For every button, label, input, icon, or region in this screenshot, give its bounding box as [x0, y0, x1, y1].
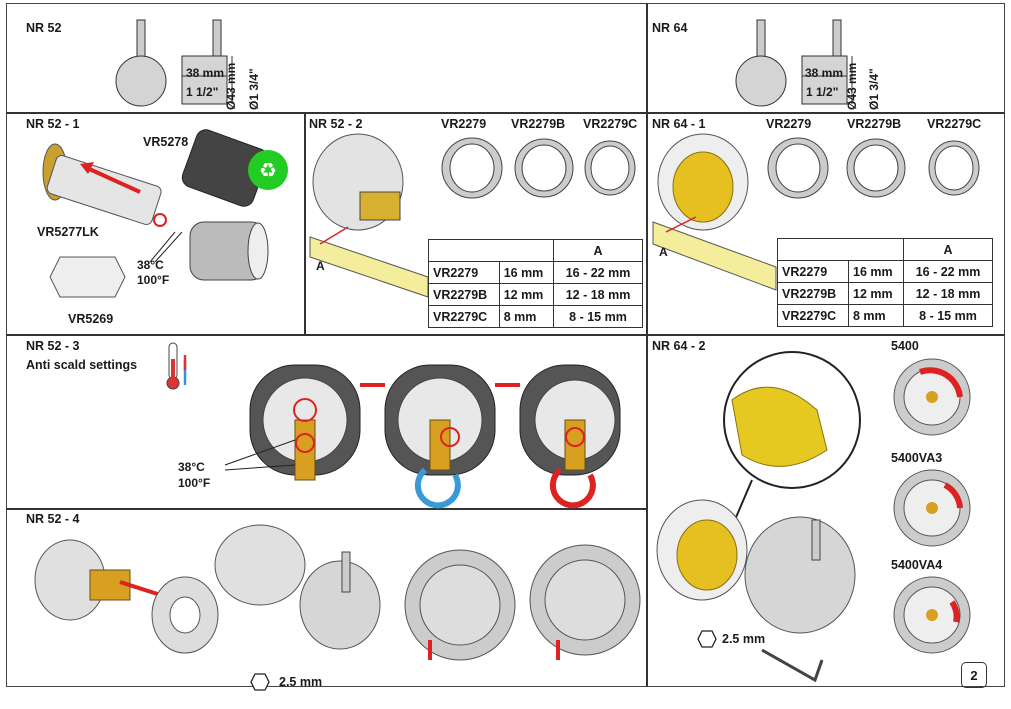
part-label-vr5277lk: VR5277LK — [37, 225, 99, 239]
measure-mark-a: A — [316, 259, 325, 273]
divider — [646, 3, 648, 687]
table-cell: 16 mm — [498, 261, 555, 284]
dimension-diameter-mm: Ø43 mm — [845, 62, 859, 110]
ring-sizes-illustration — [767, 137, 980, 199]
variant-cartridge-illustration — [893, 358, 971, 654]
ring-label: VR2279 — [766, 117, 812, 131]
cartridge-exploded-illustration: ♻ — [42, 129, 288, 298]
temperature-celsius: 38°C — [137, 258, 164, 272]
ring-label: VR2279 — [441, 117, 487, 131]
dimension-block-illustration — [181, 19, 233, 105]
section-title-nr52-3: NR 52 - 3 — [26, 339, 80, 353]
hex-key-icon — [250, 673, 270, 691]
temperature-adjust-illustration — [224, 364, 621, 509]
table-cell: 12 - 18 mm — [553, 283, 643, 306]
variant-label: 5400 — [891, 339, 919, 353]
temperature-fahrenheit: 100°F — [137, 273, 170, 287]
table-cell: VR2279B — [777, 282, 849, 305]
measuring-tape-illustration — [309, 133, 429, 298]
table-cell: 16 mm — [848, 260, 904, 283]
table-cell: 8 mm — [848, 304, 904, 327]
handle-knob-illustration — [735, 19, 787, 107]
ring-label: VR2279B — [511, 117, 566, 131]
handle-install-illustration — [34, 524, 641, 661]
table-cell: 8 - 15 mm — [903, 304, 993, 327]
table-cell: 12 mm — [848, 282, 904, 305]
divider — [6, 334, 1005, 336]
table-cell: 8 - 15 mm — [553, 305, 643, 328]
section-title-nr64: NR 64 — [652, 21, 688, 35]
measure-mark-a: A — [659, 245, 668, 259]
section-title-nr64-2: NR 64 - 2 — [652, 339, 706, 353]
dimension-38mm: 38 mm — [805, 66, 844, 80]
dimension-diameter-inch: Ø1 3/4" — [867, 68, 881, 110]
variant-label: 5400VA4 — [891, 558, 943, 572]
ring-label: VR2279C — [583, 117, 638, 131]
hex-key-size: 2.5 mm — [279, 675, 323, 689]
page-number: 2 — [961, 662, 987, 688]
section-title-nr52: NR 52 — [26, 21, 62, 35]
dimension-inch: 1 1/2" — [186, 85, 219, 99]
dimension-diameter-mm: Ø43 mm — [224, 62, 238, 110]
dimension-diameter-inch: Ø1 3/4" — [247, 68, 261, 110]
cartridge-zoom-illustration — [656, 351, 861, 634]
table-cell: 12 mm — [498, 283, 555, 306]
table-cell: VR2279 — [777, 260, 849, 283]
dimension-inch: 1 1/2" — [806, 85, 839, 99]
hex-key-size: 2.5 mm — [722, 632, 766, 646]
table-cell: 8 mm — [498, 305, 555, 328]
section-title-nr64-1: NR 64 - 1 — [652, 117, 706, 131]
table-cell: 12 - 18 mm — [903, 282, 993, 305]
table-cell: VR2279C — [428, 305, 500, 328]
table-cell: 16 - 22 mm — [553, 261, 643, 284]
thermometer-icon — [166, 342, 187, 390]
section-title-nr52-1: NR 52 - 1 — [26, 117, 80, 131]
svg-text:♻: ♻ — [259, 158, 277, 182]
section-title-nr52-4: NR 52 - 4 — [26, 512, 80, 526]
variant-label: 5400VA3 — [891, 451, 943, 465]
temperature-celsius: 38°C — [178, 460, 205, 474]
table-cell: 16 - 22 mm — [903, 260, 993, 283]
handle-knob-illustration — [115, 19, 167, 107]
table-cell: VR2279B — [428, 283, 500, 306]
divider — [304, 112, 306, 334]
ring-sizes-illustration — [441, 137, 636, 199]
hex-key-icon — [697, 630, 717, 648]
temperature-fahrenheit: 100°F — [178, 476, 211, 490]
ring-label: VR2279B — [847, 117, 902, 131]
section-subtitle-anti-scald: Anti scald settings — [26, 358, 138, 372]
dimension-block-illustration — [801, 19, 853, 105]
table-cell: VR2279C — [777, 304, 849, 327]
table-cell: VR2279 — [428, 261, 500, 284]
instruction-page — [6, 3, 1005, 687]
dimension-38mm: 38 mm — [186, 66, 225, 80]
part-label-vr5269: VR5269 — [68, 312, 114, 326]
part-label-vr5278: VR5278 — [143, 135, 189, 149]
hex-key-tool — [761, 648, 824, 683]
section-title-nr52-2: NR 52 - 2 — [309, 117, 363, 131]
measuring-tape-illustration — [652, 133, 777, 291]
ring-label: VR2279C — [927, 117, 982, 131]
divider — [6, 508, 647, 510]
divider — [6, 112, 1005, 114]
